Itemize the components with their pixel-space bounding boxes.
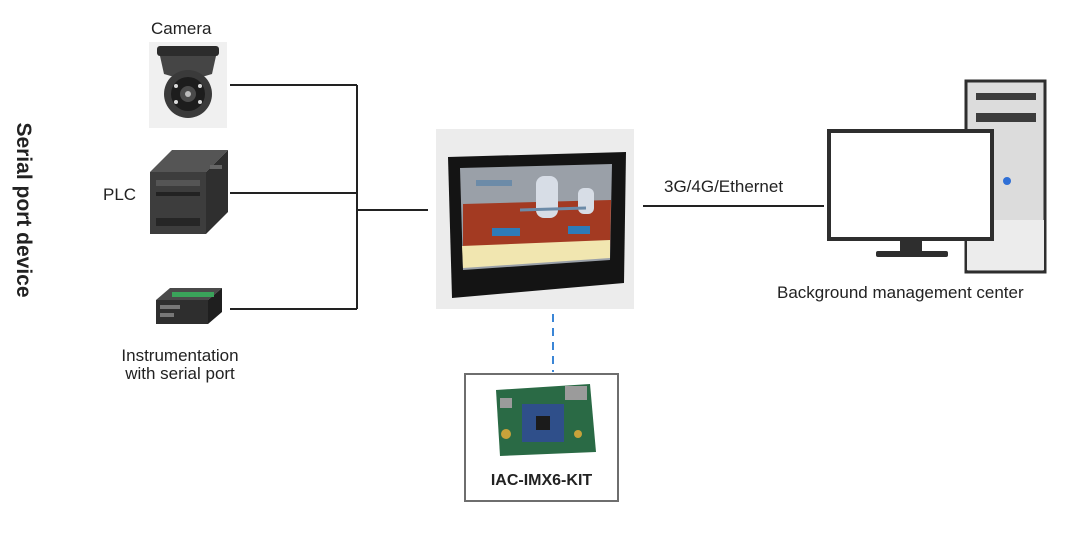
instrument-label: Instrumentation with serial port: [100, 347, 260, 383]
serial-instrument-icon: [156, 288, 222, 324]
connector-lines: [230, 84, 824, 310]
desktop-computer-icon: [827, 79, 1047, 274]
circuit-board-icon: [464, 373, 619, 502]
instrument-label-line1: Instrumentation: [121, 346, 239, 365]
plc-module-icon: [150, 150, 228, 234]
dome-camera-icon: [149, 42, 227, 128]
plc-label: PLC: [103, 185, 137, 204]
kit-label: IAC-IMX6-KIT: [490, 472, 593, 489]
hmi-touch-panel: [436, 129, 634, 309]
link-label: 3G/4G/Ethernet: [664, 177, 784, 196]
instrument-label-line2: with serial port: [125, 364, 235, 383]
server-label: Background management center: [777, 283, 1024, 302]
camera-label: Camera: [151, 19, 212, 38]
